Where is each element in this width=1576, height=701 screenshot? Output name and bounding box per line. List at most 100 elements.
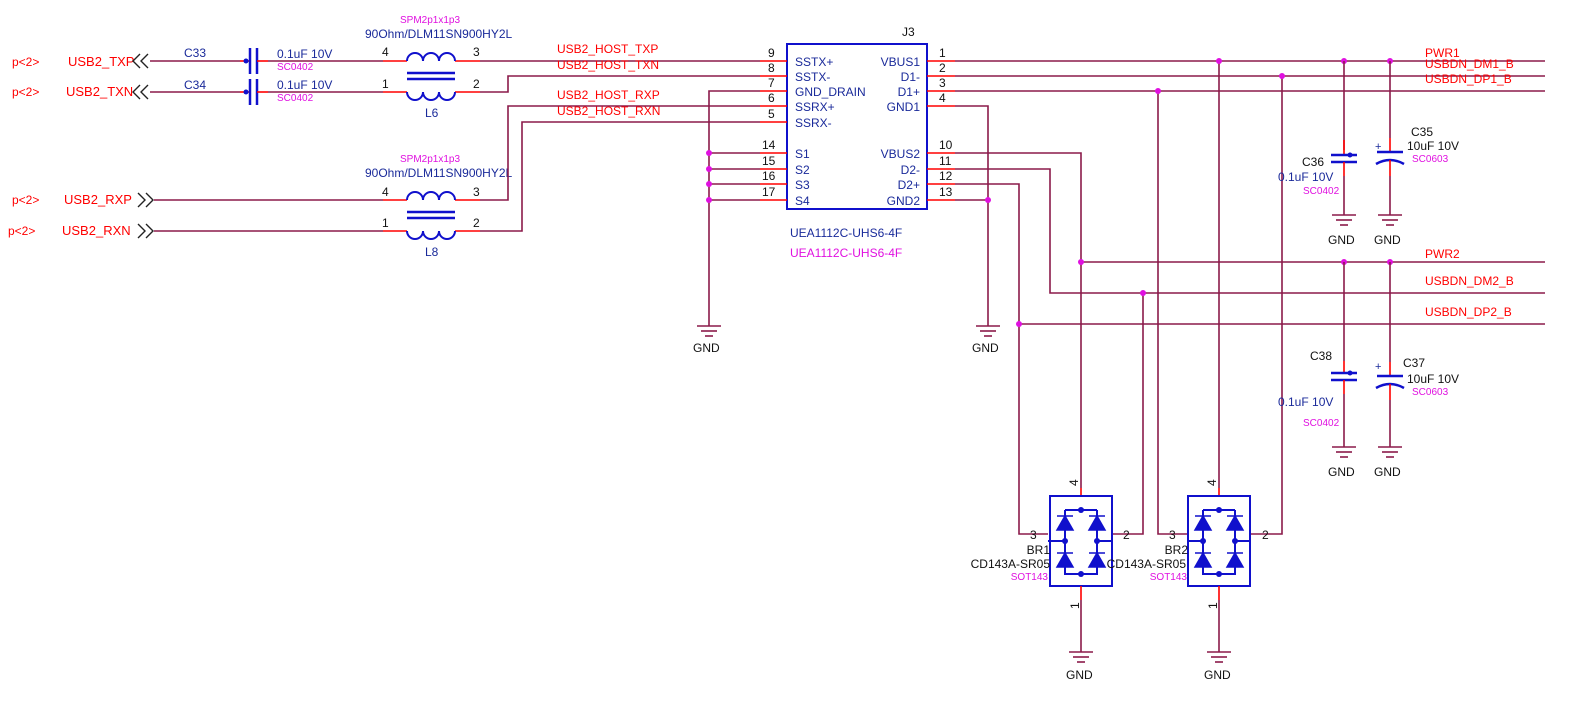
pin-name: D1+ [898,85,920,99]
cap-value: 0.1uF 10V [277,47,332,61]
gnd-label: GND [1066,668,1093,682]
cap-value: 10uF 10V [1407,372,1459,386]
cap-footprint: SC0402 [277,93,314,104]
pin-number: 2 [473,216,480,230]
pin-name: GND_DRAIN [795,85,866,99]
pin-name: SSRX+ [795,100,835,114]
capacitor-c35[interactable]: + C35 10uF 10V SC0603 [1375,125,1459,176]
gnd-label: GND [1374,233,1401,247]
output-bus-wires [955,60,1545,325]
ground-symbol: GND [1374,446,1402,479]
pin-name: VBUS1 [881,55,921,69]
connector-j3[interactable]: J3 9 8 7 6 5 14 15 [760,25,955,260]
pin-name: S1 [795,147,810,161]
pin-name: S3 [795,178,810,192]
tvs-ref: BR1 [1027,543,1051,557]
choke-l6[interactable]: SPM2p1x1p3 90Ohm/DLM11SN900HY2L 4 3 1 2 … [365,15,513,120]
gnd-label: GND [1328,465,1355,479]
ground-symbol: GND [1204,651,1231,682]
pin-name: D2+ [898,178,920,192]
gnd-label: GND [693,341,720,355]
choke-l8[interactable]: SPM2p1x1p3 90Ohm/DLM11SN900HY2L 4 3 1 2 … [365,154,513,259]
pin-number: 1 [1068,602,1082,609]
port-sheet-ref: p<2> [12,193,39,207]
port-arrow-icon [132,53,149,69]
net-label-pwr2: PWR2 [1425,247,1460,261]
cap-value: 0.1uF 10V [277,78,332,92]
pin-number: 6 [768,91,775,105]
connector-right-pin-lines [927,60,955,201]
pin-number: 2 [1262,528,1269,542]
tvs-wires [1018,61,1283,535]
cap-footprint: SC0402 [1303,418,1340,429]
pin-number: 4 [382,45,389,59]
pin-number: 8 [768,61,775,75]
net-label-host-rxp: USB2_HOST_RXP [557,88,660,102]
pin-number: 2 [1123,528,1130,542]
capacitor-c34[interactable]: C34 0.1uF 10V SC0402 [184,78,332,105]
cap-footprint: SC0603 [1412,154,1449,165]
ground-symbol: GND [1066,651,1093,682]
port-name: USB2_RXN [62,223,131,238]
pin-number: 9 [768,46,775,60]
pin-number: 16 [762,169,776,183]
left-wires [150,60,383,232]
ground-symbol: GND [972,320,1000,355]
choke-footprint: SPM2p1x1p3 [400,15,460,26]
port-usb2-txn[interactable]: p<2> USB2_TXN [12,84,149,100]
host-net-wires [480,60,760,232]
net-label-host-txn: USB2_HOST_TXN [557,58,659,72]
choke-footprint: SPM2p1x1p3 [400,154,460,165]
cap-value: 10uF 10V [1407,139,1459,153]
choke-ref: L6 [425,106,439,120]
ground-symbol: GND [1374,214,1402,247]
net-label-dm1: USBDN_DM1_B [1425,57,1514,71]
gnd-label: GND [1204,668,1231,682]
connector-body [786,43,928,210]
tvs-ref: BR2 [1165,543,1189,557]
port-arrow-icon [132,84,149,100]
pin-number: 3 [1169,528,1176,542]
pin-number: 4 [939,91,946,105]
capacitor-c38[interactable]: C38 0.1uF 10V SC0402 [1278,349,1357,429]
pin-number: 2 [473,77,480,91]
cap-value: 0.1uF 10V [1278,395,1333,409]
connector-left-pin-lines [760,60,787,201]
port-usb2-txp[interactable]: p<2> USB2_TXP [12,53,149,69]
net-label-host-txp: USB2_HOST_TXP [557,42,658,56]
port-usb2-rxn[interactable]: p<2> USB2_RXN [8,223,154,239]
net-label-pwr1: PWR1 [1425,46,1460,60]
pin-name: SSTX+ [795,55,833,69]
pin-number: 7 [768,76,775,90]
port-usb2-rxp[interactable]: p<2> USB2_RXP [12,192,154,208]
port-name: USB2_TXN [66,84,133,99]
port-sheet-ref: p<2> [8,224,35,238]
tvs-part: CD143A-SR05 [1107,557,1187,571]
polarity-plus-icon: + [1375,361,1381,373]
junction-dots [706,150,712,203]
pin-number: 10 [939,138,953,152]
tvs-part: CD143A-SR05 [971,557,1051,571]
cap-ref: C35 [1411,125,1433,139]
pin-number: 4 [1067,479,1081,486]
tvs-br2[interactable]: 4 3 2 1 BR2 CD143A-SR05 SOT143 [1107,479,1269,609]
pin-name: SSRX- [795,116,832,130]
capacitor-c33[interactable]: C33 0.1uF 10V SC0402 [184,46,332,74]
cap-ref: C38 [1310,349,1332,363]
capacitor-c37[interactable]: + C37 10uF 10V SC0603 [1375,356,1459,400]
port-arrow-icon [137,223,154,239]
pin-number: 2 [939,61,946,75]
port-sheet-ref: p<2> [12,85,39,99]
cap-footprint: SC0402 [1303,186,1340,197]
tvs-footprint: SOT143 [1011,572,1049,583]
pin-number: 14 [762,138,776,152]
gnd-label: GND [972,341,999,355]
capacitor-c36[interactable]: C36 0.1uF 10V SC0402 [1278,140,1357,197]
pin-number: 15 [762,154,776,168]
shield-gnd-wires [708,90,760,320]
tvs-br1[interactable]: 4 3 2 1 BR1 CD143A-SR05 SOT143 [971,479,1130,609]
cap-ref: C37 [1403,356,1425,370]
pin-name: SSTX- [795,70,830,84]
cap-value: 0.1uF 10V [1278,170,1333,184]
pin-number: 3 [939,76,946,90]
